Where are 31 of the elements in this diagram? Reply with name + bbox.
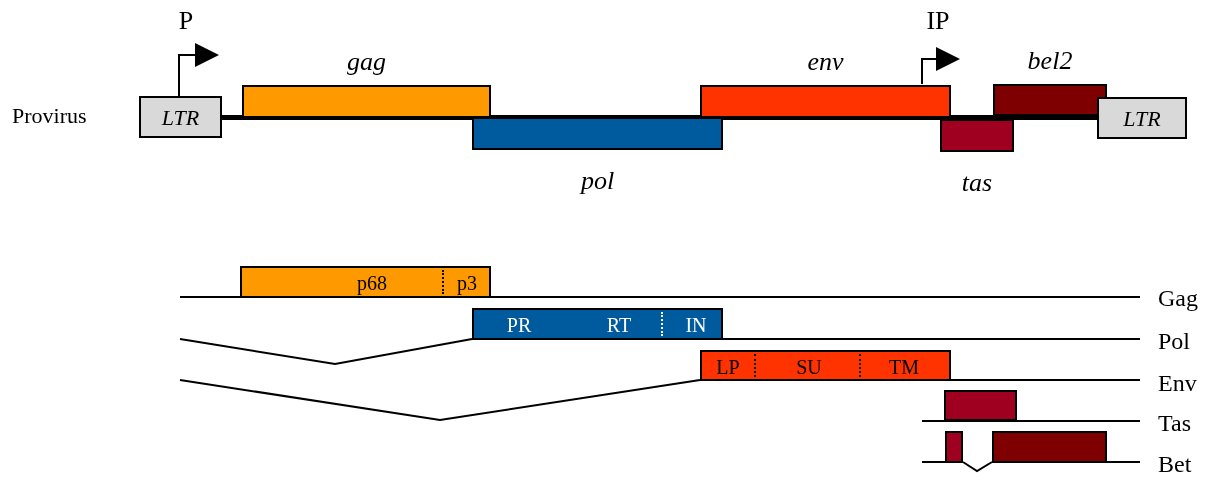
- ltr-box: [139, 96, 222, 138]
- transcript-label: Env: [1158, 371, 1197, 395]
- ltr-box: [1097, 97, 1187, 139]
- protein-bar: [472, 308, 723, 340]
- gene-name: bel2: [1027, 48, 1073, 74]
- transcript-label: Gag: [1158, 286, 1198, 310]
- provirus-bar: [221, 115, 1098, 120]
- promoter-label: P: [178, 8, 194, 34]
- protein-bar: [992, 431, 1107, 463]
- protein-label: PR: [506, 315, 532, 335]
- protein-bar: [945, 431, 963, 463]
- gene-name: env: [807, 49, 844, 75]
- transcript-label: Pol: [1158, 329, 1190, 353]
- protein-label: IN: [685, 315, 707, 335]
- row-label: Provirus: [12, 105, 87, 127]
- protein-label: LP: [716, 356, 740, 377]
- protein-label: p3: [457, 273, 477, 293]
- ltr-label: LTR: [1123, 108, 1161, 131]
- protein-label: RT: [606, 315, 632, 335]
- protein-bar: [700, 350, 951, 381]
- ltr-label: LTR: [161, 107, 200, 130]
- transcript-label: Bet: [1158, 452, 1192, 476]
- gene-name: gag: [347, 49, 386, 75]
- protein-label: TM: [889, 356, 919, 377]
- gene-name: pol: [580, 168, 615, 194]
- promoter-label: IP: [926, 8, 950, 34]
- protein-bar: [240, 266, 491, 298]
- protein-label: SU: [796, 356, 822, 377]
- gene-name: tas: [961, 170, 993, 196]
- protein-label: p68: [357, 273, 387, 293]
- transcript-label: Tas: [1158, 411, 1191, 435]
